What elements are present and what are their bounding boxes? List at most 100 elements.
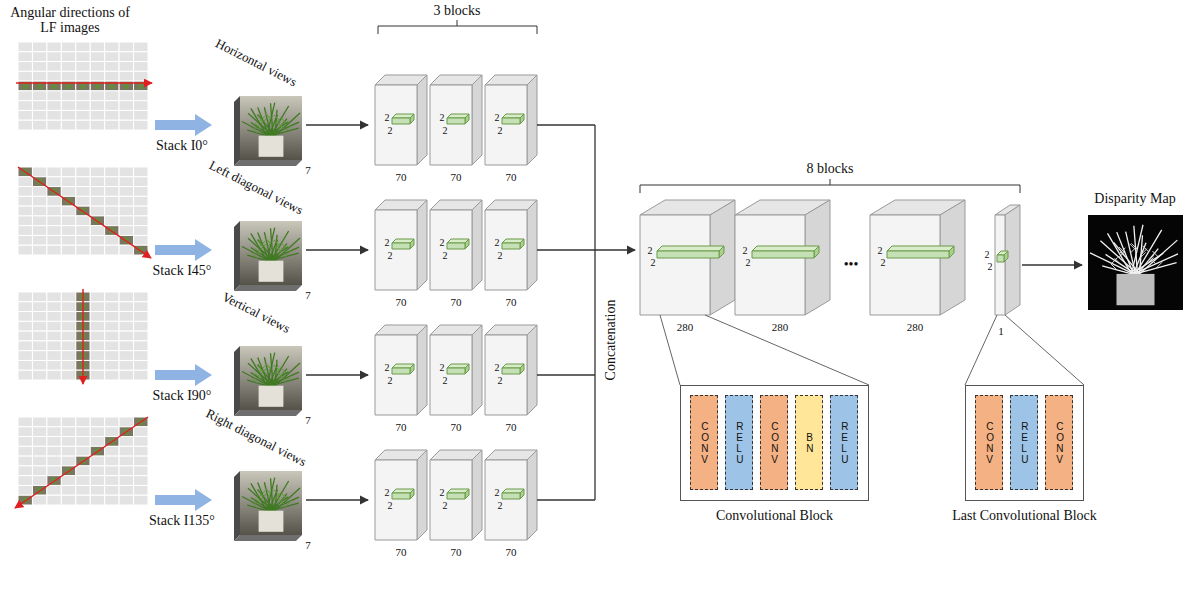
view-tile <box>32 91 46 101</box>
view-tile <box>90 52 104 62</box>
view-tile <box>18 341 32 351</box>
plant-leaf <box>265 363 271 369</box>
cube-front <box>375 210 417 290</box>
cube-front <box>485 460 527 540</box>
channel-count: 70 <box>506 296 517 308</box>
view-tile <box>18 177 32 187</box>
plant-leaf <box>278 123 284 129</box>
cube-side <box>472 450 482 540</box>
kernel-side <box>465 239 469 249</box>
view-tile <box>18 216 32 226</box>
view-tile <box>134 187 148 197</box>
view-tile <box>32 292 46 302</box>
view-label: Horizontal views <box>213 36 299 89</box>
view-tile <box>61 351 75 361</box>
view-tile <box>61 52 75 62</box>
plant-leaf <box>274 240 280 246</box>
view-tile <box>90 341 104 351</box>
view-tile <box>61 245 75 255</box>
view-tile <box>105 187 119 197</box>
view-tile <box>32 360 46 370</box>
kernel-side <box>520 239 524 249</box>
plant-stem <box>269 247 299 260</box>
view-tile <box>90 101 104 111</box>
view-tile <box>105 206 119 216</box>
kernel-size: 2 <box>743 245 748 256</box>
view-tile <box>134 292 148 302</box>
view-tile <box>119 466 133 476</box>
kernel-size: 2 <box>985 249 990 260</box>
plant-leaf <box>278 373 284 379</box>
kernel-top <box>752 246 819 251</box>
kernel-side <box>465 364 469 374</box>
flow-arrow <box>306 374 368 375</box>
view-tile <box>105 177 119 187</box>
direction-arrow <box>16 82 152 84</box>
cube-side <box>472 75 482 165</box>
view-tile <box>105 245 119 255</box>
view-tile <box>105 52 119 62</box>
photo-background <box>240 346 302 410</box>
view-tile <box>61 187 75 197</box>
layer-name: RELU <box>736 421 742 465</box>
view-tile <box>32 417 46 427</box>
view-tile <box>105 167 119 177</box>
view-tile <box>134 235 148 245</box>
view-tile <box>105 110 119 120</box>
view-tile <box>119 42 133 52</box>
stream-line <box>537 374 595 375</box>
view-tile <box>134 52 148 62</box>
cube-front <box>375 460 417 540</box>
plant-leaf <box>285 126 291 132</box>
plant-stem <box>269 372 299 385</box>
kernel-front <box>392 493 410 499</box>
kernel-size: 2 <box>648 245 653 256</box>
view-tile <box>61 206 75 216</box>
kernel-size: 2 <box>495 112 500 123</box>
view-tile <box>32 446 46 456</box>
view-tile <box>134 206 148 216</box>
view-tile <box>61 177 75 187</box>
view-tile <box>47 312 61 322</box>
view-tile <box>105 120 119 130</box>
view-tile <box>47 485 61 495</box>
view-tile <box>61 437 75 447</box>
kernel-size: 2 <box>443 250 448 261</box>
view-tile <box>119 167 133 177</box>
view-tile <box>119 321 133 331</box>
photo-background <box>240 471 302 535</box>
channel-count: 70 <box>396 296 407 308</box>
kernel-side <box>520 114 524 124</box>
view-tile <box>119 71 133 81</box>
view-tile <box>76 52 90 62</box>
plant-pot <box>259 386 284 407</box>
view-tile <box>61 312 75 322</box>
view-tile <box>134 167 148 177</box>
plant-leaf <box>1115 258 1121 264</box>
kernel-size: 2 <box>385 487 390 498</box>
zoom-line <box>705 315 869 385</box>
view-tile <box>119 456 133 466</box>
view-tile <box>47 226 61 236</box>
view-tile <box>90 437 104 447</box>
view-tile <box>119 341 133 351</box>
view-tile <box>32 196 46 206</box>
view-tile <box>18 417 32 427</box>
view-tile <box>105 91 119 101</box>
view-tile <box>105 235 119 245</box>
view-tile <box>90 177 104 187</box>
view-tile <box>32 216 46 226</box>
kernel-front <box>657 251 719 258</box>
block-caption: Convolutional Block <box>716 508 833 523</box>
plant-leaf <box>274 365 280 371</box>
view-tile <box>61 167 75 177</box>
kernel-top <box>657 246 724 251</box>
cube-side <box>527 75 537 165</box>
view-tile <box>76 42 90 52</box>
plant-stem <box>275 113 300 136</box>
view-tile <box>119 52 133 62</box>
view-tile <box>134 331 148 341</box>
view-tile <box>32 110 46 120</box>
